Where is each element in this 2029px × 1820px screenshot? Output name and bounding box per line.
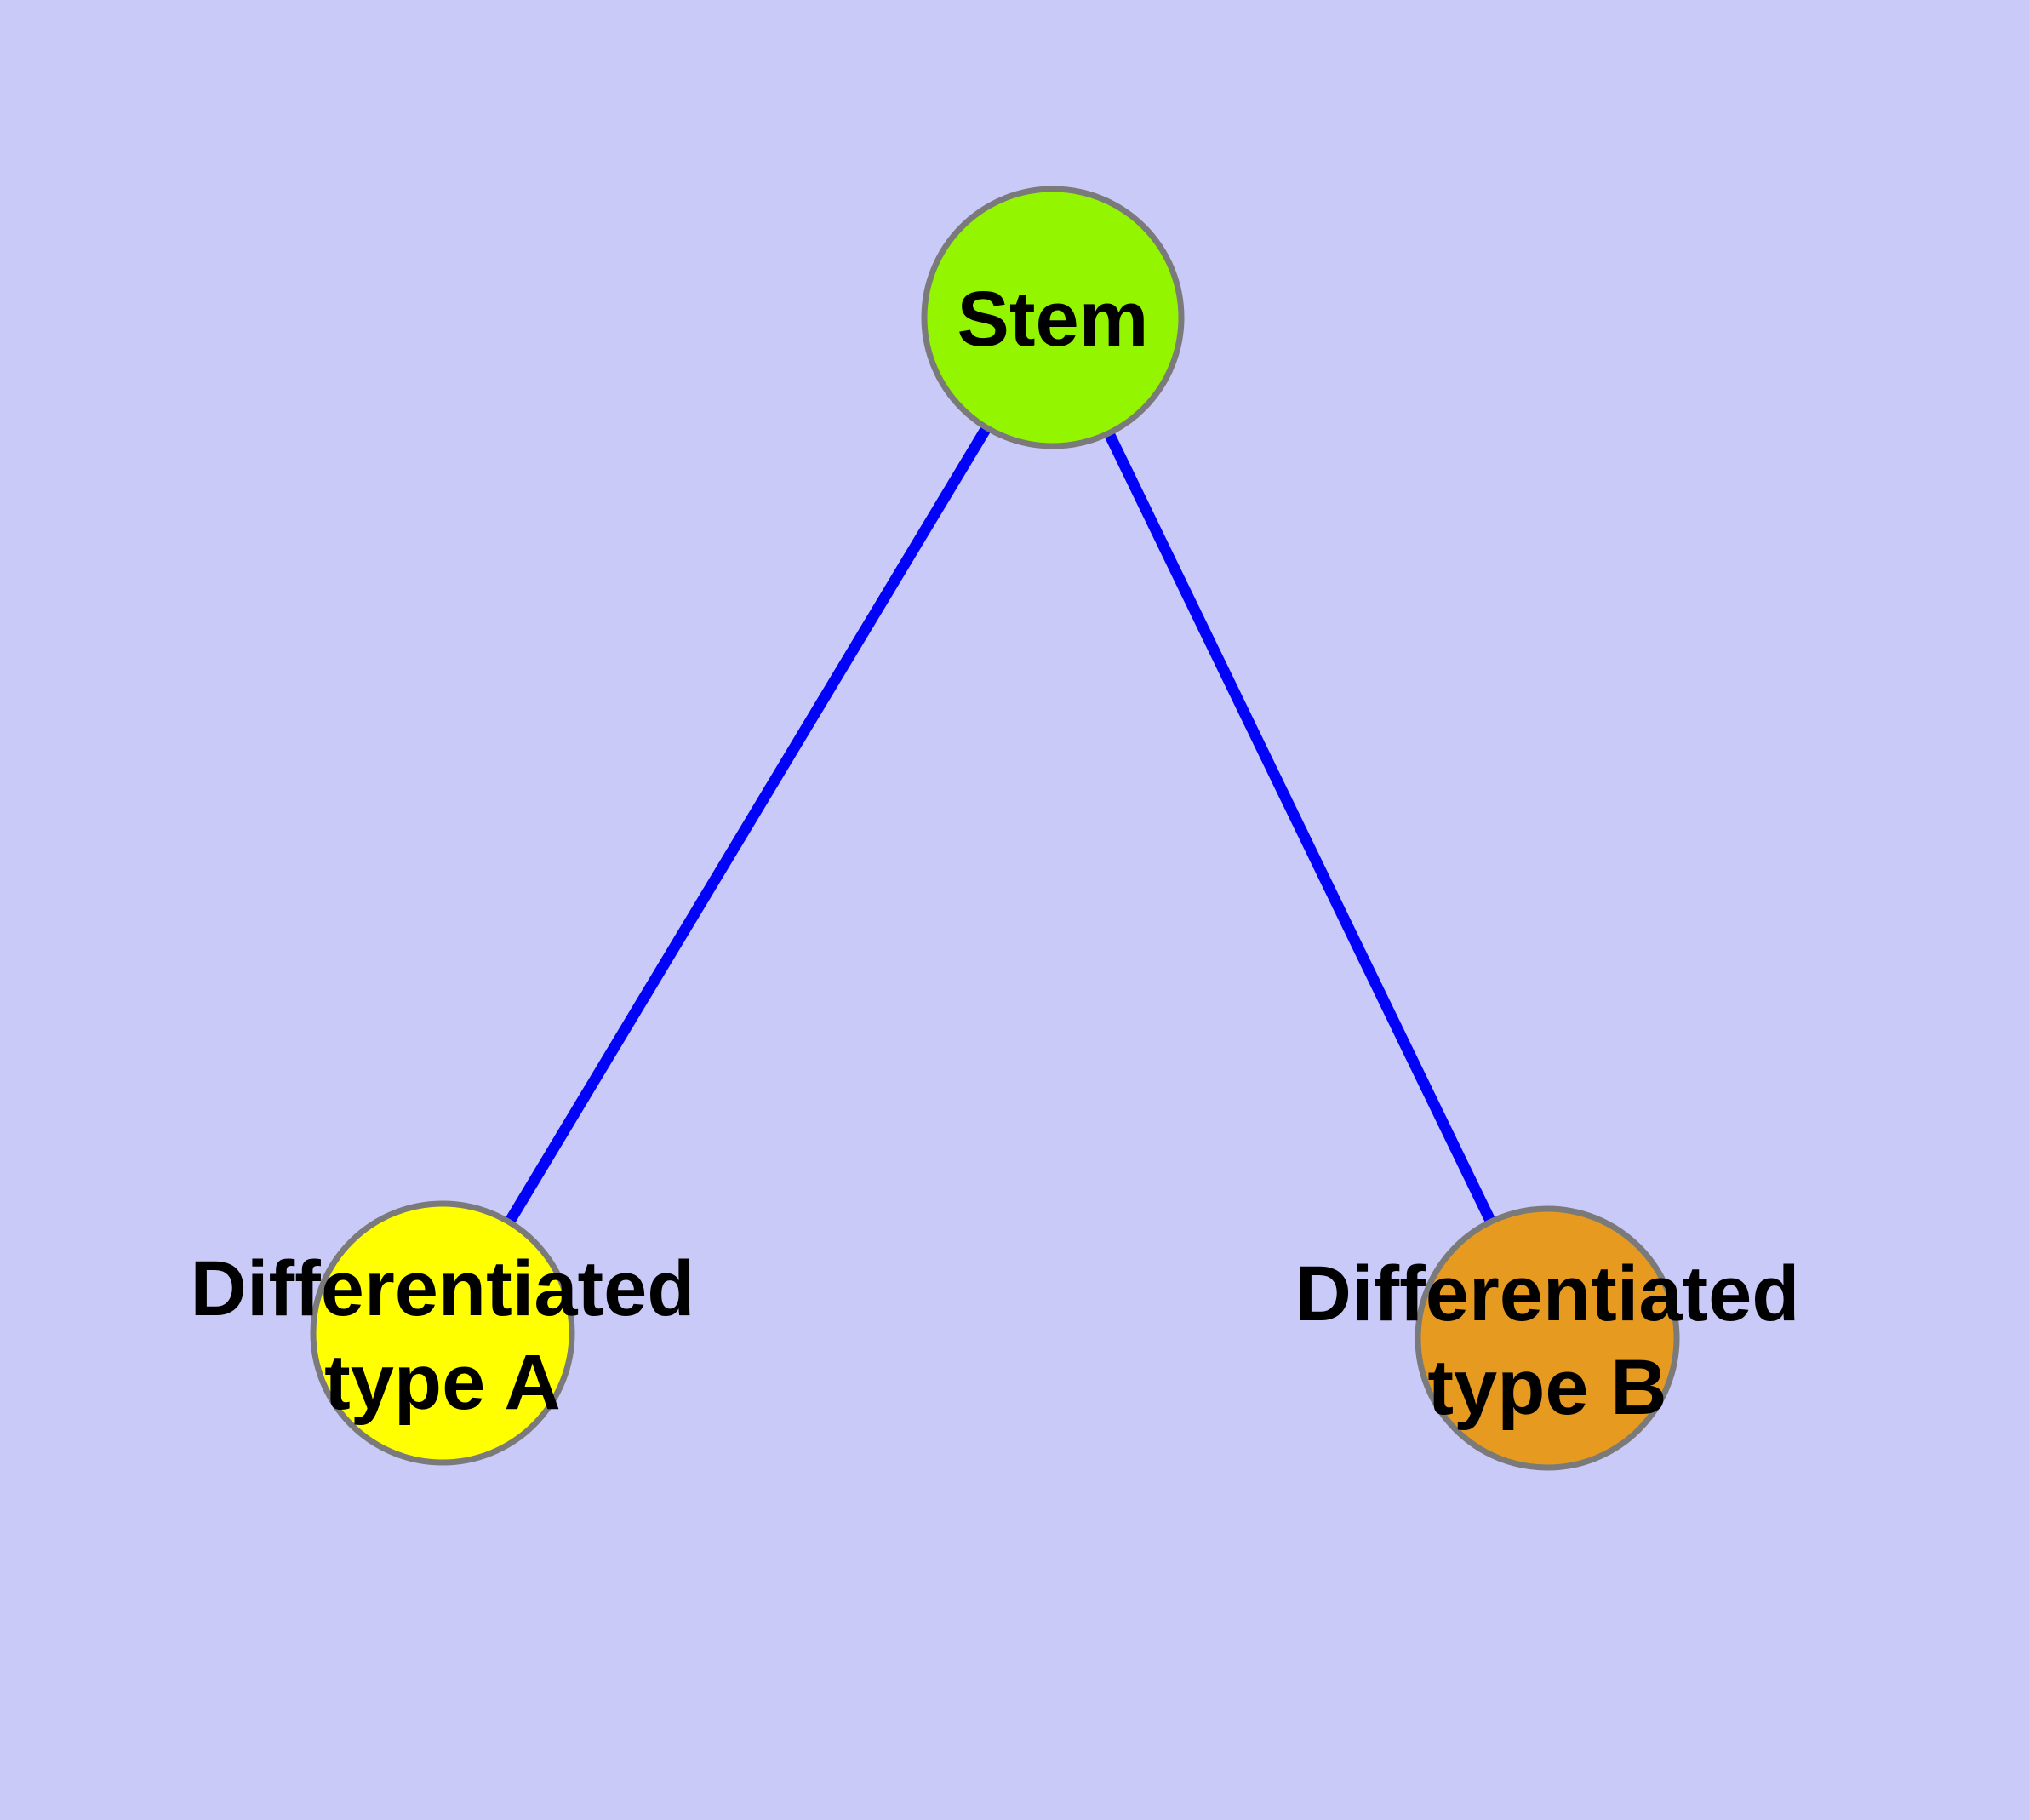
node-differentiated-type-a: Differentiated type A: [191, 1200, 695, 1466]
edges-layer: [437, 314, 1552, 1341]
type-a-label-line-1: Differentiated: [191, 1245, 695, 1332]
type-b-label-line-2: type B: [1427, 1344, 1666, 1431]
edge-stem-to-type-a: [437, 314, 1058, 1336]
type-a-node-circle: [310, 1200, 575, 1466]
stem-node-label: Stem: [957, 276, 1149, 363]
type-b-node-circle: [1415, 1205, 1680, 1471]
stem-node-circle: [921, 186, 1185, 449]
type-a-label-line-2: type A: [324, 1339, 561, 1426]
edge-stem-to-type-b: [1048, 315, 1552, 1341]
node-differentiated-type-b: Differentiated type B: [1295, 1205, 1800, 1471]
type-b-label-line-1: Differentiated: [1295, 1251, 1800, 1337]
node-stem: Stem: [921, 186, 1185, 449]
